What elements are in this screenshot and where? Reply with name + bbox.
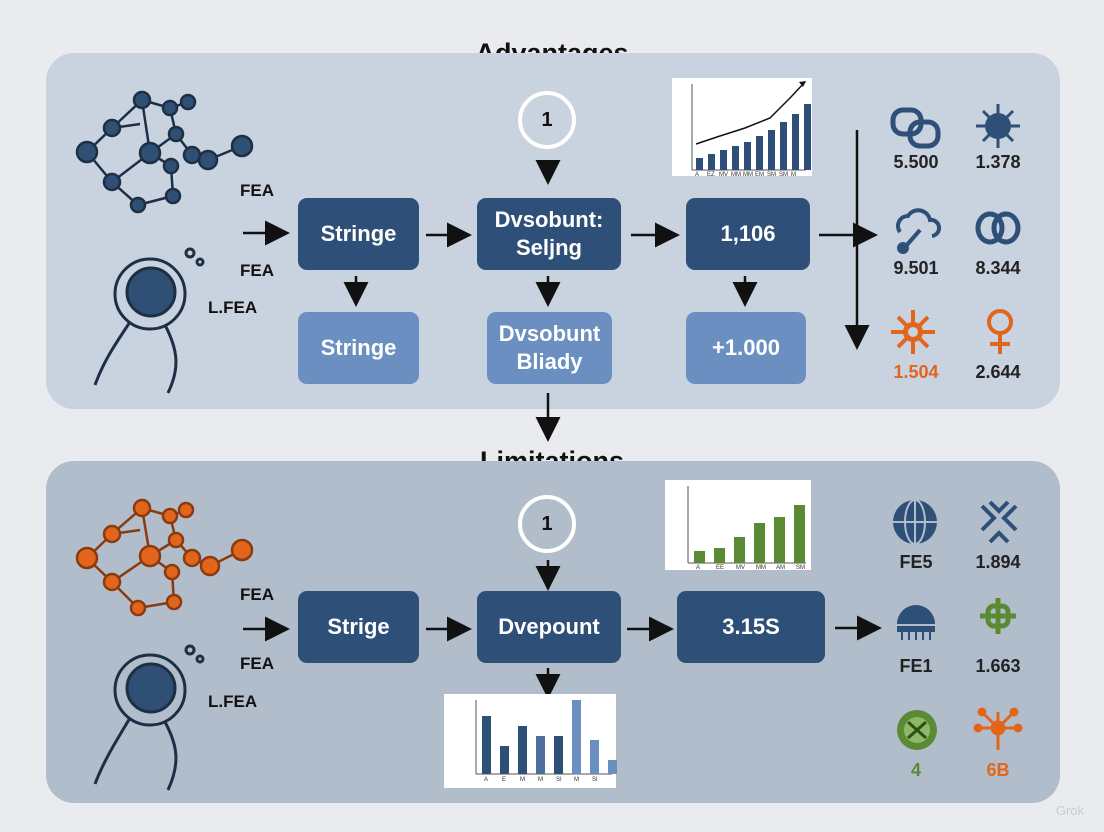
- metric-value-10: 1.663: [975, 656, 1021, 676]
- adv-bar-5: [744, 142, 751, 170]
- lim-blue-tick-2: E: [502, 777, 506, 783]
- limitations-blue-chart: A E M M SI M Si: [444, 694, 617, 788]
- dvsobunt-bliady-box[interactable]: Dvsobunt Bliady: [487, 312, 612, 384]
- lfea-label-2: L.FEA: [208, 692, 258, 711]
- watermark: Grok: [1055, 803, 1084, 818]
- adv-tick-1: A: [695, 172, 699, 178]
- adv-tick-6: EM: [755, 172, 764, 178]
- lim-blue-tick-1: A: [484, 777, 488, 783]
- lim-green-tick-4: MM: [756, 565, 766, 571]
- lim-green-bar-4: [754, 523, 765, 563]
- orange-network-icon: [973, 707, 1023, 750]
- value-box-secondary[interactable]: +1.000: [686, 312, 806, 384]
- metric-value-4: 8.344: [975, 258, 1021, 278]
- adv-tick-5: MM: [743, 172, 753, 178]
- fea-label-1: FEA: [240, 181, 274, 200]
- metric-value-1: 5.500: [893, 152, 939, 172]
- adv-bar-3: [720, 150, 727, 170]
- lim-blue-bar-6: [572, 700, 581, 774]
- globe-grid-icon: [893, 499, 937, 545]
- metric-value-11: 4: [910, 760, 921, 780]
- lim-blue-bar-3: [518, 726, 527, 774]
- lim-green-bar-2: [714, 548, 725, 563]
- adv-tick-2: EZ: [707, 172, 715, 178]
- fea-label-4: FEA: [240, 654, 274, 673]
- female-symbol-icon: [987, 309, 1013, 354]
- lim-blue-bar-1: [482, 716, 491, 774]
- dvepount-box[interactable]: Dvepount: [477, 591, 621, 663]
- stringe-box[interactable]: Stringe: [298, 198, 419, 270]
- lim-green-tick-5: AM: [776, 565, 785, 571]
- metric-value-12: 6B: [986, 760, 1010, 780]
- lim-blue-bar-5: [554, 736, 563, 774]
- adv-bar-7: [768, 130, 775, 170]
- cell-probe-icon: [93, 247, 205, 394]
- lim-blue-tick-7: Si: [592, 777, 597, 783]
- lfea-label: L.FEA: [208, 298, 258, 317]
- infinity-loop-icon: [975, 211, 1021, 245]
- adv-bar-10: [804, 104, 811, 170]
- green-circle-icon: [897, 710, 937, 750]
- adv-bar-6: [756, 136, 763, 170]
- lim-blue-bar-2: [500, 746, 509, 774]
- lim-green-bar-3: [734, 537, 745, 563]
- lim-green-tick-1: A: [696, 565, 700, 571]
- adv-tick-3: MV: [719, 172, 728, 178]
- adv-bar-1: [696, 158, 703, 170]
- metric-value-8: 1.894: [975, 552, 1021, 572]
- lim-green-tick-3: MV: [736, 565, 745, 571]
- step-number-circle: 1: [518, 91, 576, 149]
- limitations-green-chart: A EE MV MM AM SM: [665, 480, 811, 571]
- lim-blue-bar-8: [608, 760, 617, 774]
- metric-value-9: FE1: [899, 656, 933, 676]
- step-number-circle-2: 1: [518, 495, 576, 553]
- dvsobunt-seljng-box[interactable]: Dvsobunt: Seljng: [477, 198, 621, 270]
- adv-bar-8: [780, 122, 787, 170]
- adv-bar-4: [732, 146, 739, 170]
- orange-gear-icon: [891, 310, 935, 354]
- metric-value-7: FE5: [899, 552, 933, 572]
- cloud-wrench-icon: [896, 208, 942, 254]
- green-knot-icon: [980, 598, 1016, 634]
- orange-molecule-network-icon: [75, 498, 254, 617]
- lim-green-bar-5: [774, 517, 785, 563]
- metric-value-5: 1.504: [893, 362, 939, 382]
- adv-tick-8: SM: [779, 172, 788, 178]
- fea-label-2: FEA: [240, 261, 274, 280]
- lim-green-tick-2: EE: [716, 565, 724, 571]
- lim-green-tick-6: SM: [796, 565, 805, 571]
- fea-label-3: FEA: [240, 585, 274, 604]
- molecule-network-icon: [75, 90, 254, 214]
- adv-tick-9: M: [791, 172, 796, 178]
- lim-green-bar-1: [694, 551, 705, 563]
- metric-value-6: 2.644: [975, 362, 1021, 382]
- metric-value-3: 9.501: [893, 258, 939, 278]
- strige-box[interactable]: Strige: [298, 591, 419, 663]
- value-box[interactable]: 1,106: [686, 198, 810, 270]
- lim-blue-bar-7: [590, 740, 599, 774]
- adv-tick-4: MM: [731, 172, 741, 178]
- adv-tick-7: SM: [767, 172, 776, 178]
- cell-probe-icon-2: [93, 644, 205, 791]
- gear-sun-icon: [976, 104, 1020, 148]
- knot-icon: [890, 107, 941, 149]
- lim-green-bar-6: [794, 505, 805, 563]
- lim-blue-tick-4: M: [538, 777, 543, 783]
- snowflake-x-icon: [980, 500, 1018, 544]
- adv-bar-9: [792, 114, 799, 170]
- lim-blue-bar-4: [536, 736, 545, 774]
- adv-bar-2: [708, 154, 715, 170]
- value-box-limitations[interactable]: 3.15S: [677, 591, 825, 663]
- dome-icon: [897, 605, 935, 640]
- lim-blue-tick-3: M: [520, 777, 525, 783]
- lim-blue-tick-5: SI: [556, 777, 562, 783]
- metric-value-2: 1.378: [975, 152, 1021, 172]
- stringe-box-secondary[interactable]: Stringe: [298, 312, 419, 384]
- lim-blue-tick-6: M: [574, 777, 579, 783]
